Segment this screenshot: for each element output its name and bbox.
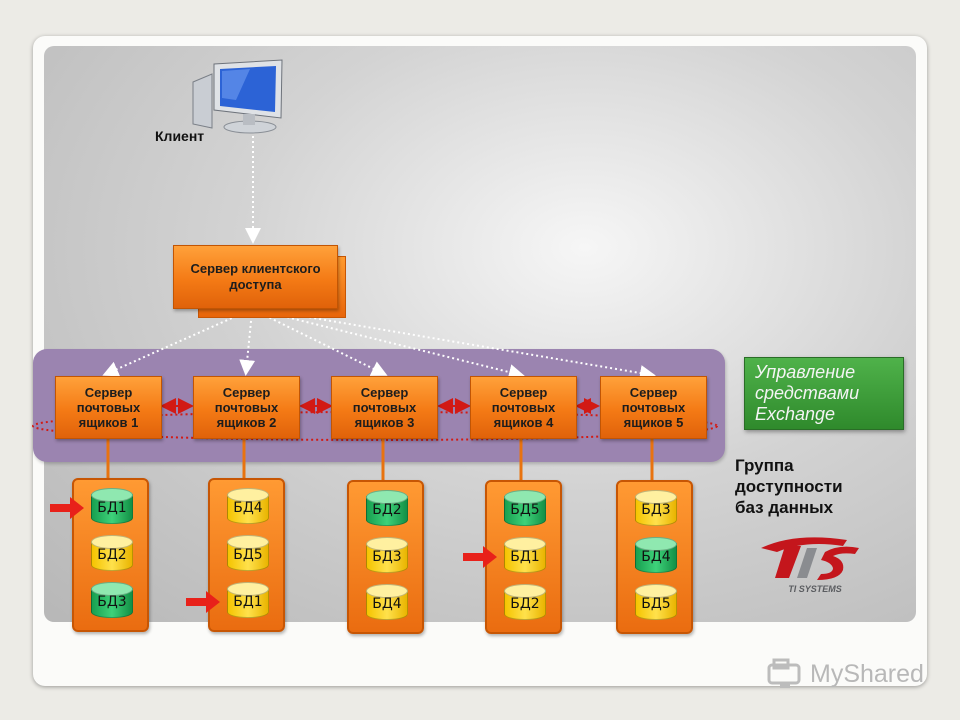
database-1-2[interactable]: БД2 bbox=[91, 535, 133, 573]
database-3-3[interactable]: БД4 bbox=[366, 584, 408, 622]
cas-mbx5-link bbox=[259, 308, 656, 381]
dag-ring bbox=[32, 411, 718, 441]
database-label: БД2 bbox=[97, 547, 127, 563]
database-5-3[interactable]: БД5 bbox=[635, 584, 677, 622]
myshared-logo-icon bbox=[767, 658, 801, 688]
cas-mbx1-link bbox=[102, 309, 251, 377]
database-5-1[interactable]: БД3 bbox=[635, 490, 677, 528]
mailbox-server-5[interactable]: Сервер почтовых ящиков 5 bbox=[600, 376, 707, 439]
database-1-3[interactable]: БД3 bbox=[91, 582, 133, 620]
dag-label: Группа доступности баз данных bbox=[735, 456, 843, 517]
exchange-management-box[interactable]: Управление средствами Exchange bbox=[744, 357, 904, 430]
database-2-1[interactable]: БД4 bbox=[227, 488, 269, 526]
mailbox-server-1[interactable]: Сервер почтовых ящиков 1 bbox=[55, 376, 162, 439]
database-label: БД3 bbox=[97, 594, 127, 610]
database-label: БД1 bbox=[510, 549, 540, 565]
mailbox-server-2[interactable]: Сервер почтовых ящиков 2 bbox=[193, 376, 300, 439]
database-label: БД2 bbox=[510, 596, 540, 612]
database-label: БД4 bbox=[372, 596, 402, 612]
database-label: БД1 bbox=[233, 594, 263, 610]
cas-mbx2-link bbox=[239, 310, 256, 376]
database-label: БД4 bbox=[641, 549, 671, 565]
database-label: БД5 bbox=[641, 596, 671, 612]
database-label: БД5 bbox=[233, 547, 263, 563]
database-2-3[interactable]: БД1 bbox=[227, 582, 269, 620]
database-5-2[interactable]: БД4 bbox=[635, 537, 677, 575]
database-4-3[interactable]: БД2 bbox=[504, 584, 546, 622]
database-label: БД1 bbox=[97, 500, 127, 516]
database-2-2[interactable]: БД5 bbox=[227, 535, 269, 573]
tis-logo: TI SYSTEMS bbox=[761, 537, 859, 594]
database-label: БД3 bbox=[372, 549, 402, 565]
database-label: БД4 bbox=[233, 500, 263, 516]
database-4-1[interactable]: БД5 bbox=[504, 490, 546, 528]
database-3-2[interactable]: БД3 bbox=[366, 537, 408, 575]
database-label: БД2 bbox=[372, 502, 402, 518]
cas-mbx4-link bbox=[257, 309, 525, 380]
active-copy-arrow-4 bbox=[463, 546, 497, 568]
database-1-1[interactable]: БД1 bbox=[91, 488, 133, 526]
mailbox-server-4[interactable]: Сервер почтовых ящиков 4 bbox=[470, 376, 577, 439]
client-label: Клиент bbox=[155, 128, 205, 144]
database-4-2[interactable]: БД1 bbox=[504, 537, 546, 575]
slide-canvas bbox=[44, 46, 916, 622]
client-access-server[interactable]: Сервер клиентского доступа bbox=[173, 245, 338, 309]
database-label: БД5 bbox=[510, 502, 540, 518]
database-label: БД3 bbox=[641, 502, 671, 518]
cas-mbx3-link bbox=[255, 310, 388, 376]
watermark-text: MyShared bbox=[810, 660, 924, 688]
active-copy-arrow-2 bbox=[186, 591, 220, 613]
logo-text: TI SYSTEMS bbox=[788, 584, 842, 594]
database-3-1[interactable]: БД2 bbox=[366, 490, 408, 528]
active-copy-arrow-1 bbox=[50, 497, 84, 519]
mailbox-server-3[interactable]: Сервер почтовых ящиков 3 bbox=[331, 376, 438, 439]
